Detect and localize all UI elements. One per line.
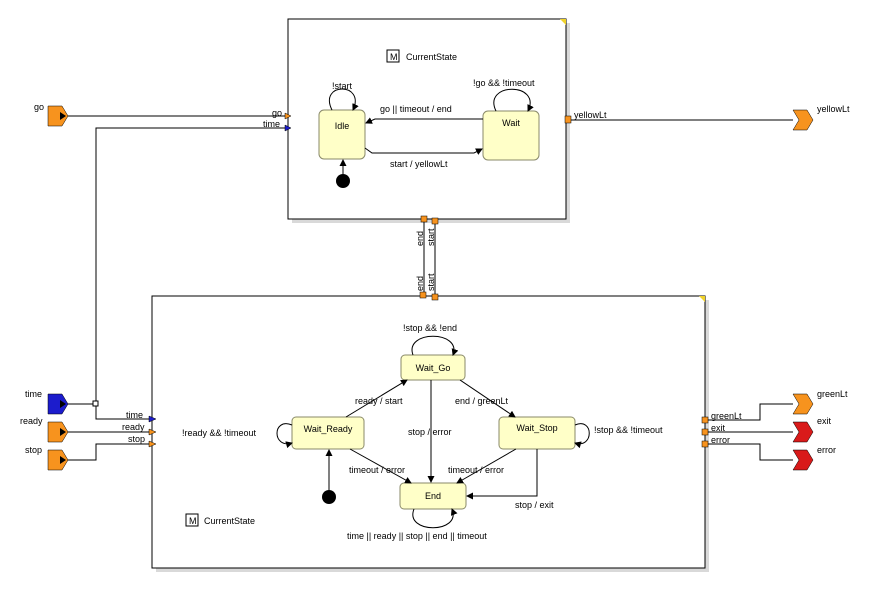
bottom-block[interactable]: M CurrentState Wait_Go Wait_Ready Wait_S… [122, 273, 742, 572]
state-wait-stop-label: Wait_Stop [516, 423, 557, 433]
bottom-port-end[interactable] [419, 291, 427, 299]
state-wait-stop[interactable] [498, 416, 576, 450]
external-input-go[interactable]: go [34, 102, 69, 127]
state-idle-label: Idle [335, 121, 350, 131]
bottom-port-ready-label: ready [122, 422, 145, 432]
state-wait-label: Wait [502, 118, 520, 128]
external-output-error[interactable]: error [792, 445, 836, 471]
transition-idle-to-wait [364, 147, 483, 155]
bottom-port-stop-label: stop [128, 434, 145, 444]
top-block[interactable]: M CurrentState Idle Wait !start !go && !… [263, 18, 607, 246]
top-port-end-label: end [415, 231, 425, 246]
external-output-exit[interactable]: exit [792, 416, 832, 443]
transition-idle-self [329, 88, 359, 111]
external-output-yellowlt-label: yellowLt [817, 104, 850, 114]
state-idle[interactable] [318, 109, 366, 160]
initial-state-marker [336, 174, 350, 188]
transition-stop-to-end-b-label: stop / exit [515, 500, 554, 510]
wires [66, 115, 793, 461]
top-port-end[interactable] [420, 215, 428, 223]
bottom-port-error-label: error [711, 435, 730, 445]
initial-state-marker [322, 490, 336, 504]
bottom-block-title: CurrentState [204, 516, 255, 526]
external-output-exit-label: exit [817, 416, 832, 426]
transition-wait-ready-self-label: !ready && !timeout [182, 428, 257, 438]
transition-ready-to-go [345, 379, 408, 418]
state-end-label: End [425, 491, 441, 501]
external-input-go-label: go [34, 102, 44, 112]
bottom-block-frame [151, 295, 706, 569]
bottom-port-greenlt-label: greenLt [711, 411, 742, 421]
m-badge-icon [386, 49, 400, 63]
top-port-yellowlt[interactable] [564, 115, 572, 124]
transition-go-to-end-label: stop / error [408, 427, 452, 437]
bottom-port-exit-label: exit [711, 423, 726, 433]
external-input-ready-label: ready [20, 416, 43, 426]
m-badge-label: M [189, 516, 197, 526]
external-input-stop-label: stop [25, 445, 42, 455]
transition-end-self-label: time || ready || stop || end || timeout [347, 531, 487, 541]
external-output-error-label: error [817, 445, 836, 455]
bottom-port-exit[interactable] [701, 428, 709, 436]
state-wait[interactable] [482, 110, 540, 161]
state-wait-go-label: Wait_Go [416, 363, 451, 373]
external-input-time-label: time [25, 389, 42, 399]
transition-ready-to-go-label: ready / start [355, 396, 403, 406]
top-port-go-label: go [272, 108, 282, 118]
state-wait-ready-label: Wait_Ready [304, 424, 353, 434]
bottom-port-end-label: end [415, 276, 425, 291]
m-badge-icon [185, 513, 199, 527]
transition-stop-to-end-a [456, 448, 517, 484]
top-port-start[interactable] [431, 217, 439, 225]
transition-go-to-stop [459, 379, 516, 418]
bottom-port-start[interactable] [431, 293, 439, 301]
transition-idle-to-wait-label: start / yellowLt [390, 159, 448, 169]
transition-wait-self-label: !go && !timeout [473, 78, 535, 88]
transition-idle-self-label: !start [332, 81, 353, 91]
top-port-yellowlt-label: yellowLt [574, 110, 607, 120]
transition-stop-to-end-a-label: timeout / error [448, 465, 504, 475]
transition-ready-to-end-label: timeout / error [349, 465, 405, 475]
m-badge-label: M [390, 52, 398, 62]
transition-wait-self [493, 88, 534, 112]
top-block-title: CurrentState [406, 52, 457, 62]
state-wait-go[interactable] [400, 354, 466, 381]
transition-wait-go-self [411, 335, 459, 356]
bottom-port-start-label: start [426, 273, 436, 291]
transition-end-self [412, 508, 458, 529]
bottom-port-greenlt[interactable] [701, 416, 709, 424]
external-output-greenlt[interactable]: greenLt [792, 389, 848, 415]
transition-wait-go-self-label: !stop && !end [403, 323, 457, 333]
transition-wait-to-idle-label: go || timeout / end [380, 104, 452, 114]
transition-wait-ready-self [276, 423, 293, 449]
transition-stop-to-end-b [466, 449, 538, 500]
transition-wait-stop-self-label: !stop && !timeout [594, 425, 663, 435]
transition-go-to-stop-label: end / greenLt [455, 396, 509, 406]
external-input-ready[interactable]: ready [20, 416, 69, 443]
external-input-time[interactable]: time [25, 389, 69, 415]
external-output-yellowlt[interactable]: yellowLt [792, 104, 850, 131]
transition-ready-to-end [349, 448, 412, 484]
top-port-time-label: time [263, 119, 280, 129]
bottom-port-error[interactable] [701, 440, 709, 448]
bottom-port-time-label: time [126, 410, 143, 420]
external-input-stop[interactable]: stop [25, 445, 69, 471]
external-output-greenlt-label: greenLt [817, 389, 848, 399]
top-port-start-label: start [426, 228, 436, 246]
transition-wait-stop-self [574, 423, 590, 449]
transition-wait-to-idle [365, 117, 483, 124]
